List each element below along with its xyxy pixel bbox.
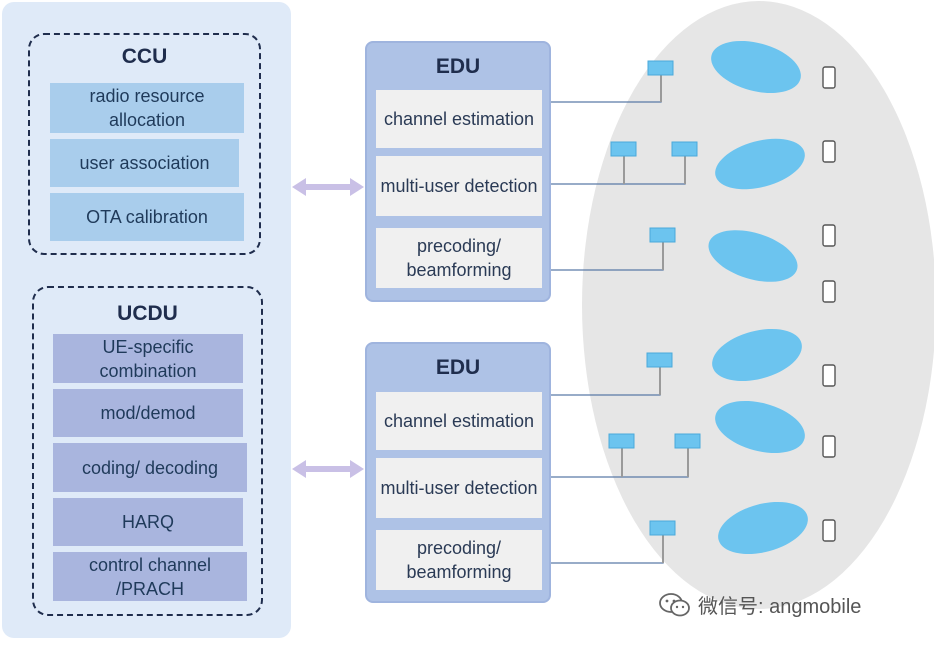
- phone-icon: [822, 224, 836, 247]
- edu-bottom-title: EDU: [435, 356, 481, 379]
- arrow-ccu-edu-top: [292, 178, 364, 196]
- coverage-area: [582, 1, 934, 609]
- antenna-icon: [674, 433, 701, 449]
- watermark: 微信号: angmobile: [658, 590, 861, 619]
- phone-icon: [822, 364, 836, 387]
- arrow-ucdu-edu-bottom: [292, 460, 364, 478]
- antenna-icon: [646, 352, 673, 368]
- antenna-icon: [671, 141, 698, 157]
- ucdu-item-harq: HARQ: [53, 498, 243, 546]
- ccu-item-user-association: user association: [50, 139, 239, 187]
- edu-bottom-precoding-beamforming: precoding/ beamforming: [376, 530, 542, 590]
- watermark-text: 微信号: angmobile: [698, 596, 862, 618]
- ccu-item-ota-calibration: OTA calibration: [50, 193, 244, 241]
- ccu-item-radio-resource-allocation: radio resource allocation: [50, 83, 244, 133]
- phone-icon: [822, 435, 836, 458]
- antenna-stems: [621, 74, 689, 563]
- ucdu-item-control-channel-prach: control channel /PRACH: [53, 552, 247, 601]
- ucdu-item-ue-specific-combination: UE-specific combination: [53, 334, 243, 383]
- antenna-icon: [608, 433, 635, 449]
- edu-top: EDU channel estimation multi-user detect…: [365, 41, 551, 302]
- edu-bottom-multi-user-detection: multi-user detection: [376, 458, 542, 518]
- wechat-icon: [659, 592, 690, 616]
- beam-icon: [715, 400, 805, 454]
- antenna-icon: [647, 60, 674, 76]
- antenna-icon: [610, 141, 637, 157]
- antenna-icon: [649, 227, 676, 243]
- beam-icon: [711, 40, 801, 94]
- beam-icon: [708, 230, 798, 282]
- ucdu-item-mod-demod: mod/demod: [53, 389, 243, 437]
- phone-icon: [822, 140, 836, 163]
- antennas: [608, 60, 701, 536]
- edu-top-multi-user-detection: multi-user detection: [376, 156, 542, 216]
- ucdu-title: UCDU: [117, 302, 178, 325]
- beam-icon: [712, 328, 802, 382]
- ucdu-item-coding-decoding: coding/ decoding: [53, 443, 247, 492]
- beam-icon: [718, 501, 808, 555]
- edu-top-channel-estimation: channel estimation: [376, 90, 542, 148]
- user-devices: [822, 66, 836, 542]
- edu-bottom-channel-estimation: channel estimation: [376, 392, 542, 450]
- edu-bottom: EDU channel estimation multi-user detect…: [365, 342, 551, 603]
- edu-top-title: EDU: [435, 55, 481, 78]
- ucdu-group: UCDU: [32, 286, 263, 616]
- antenna-icon: [649, 520, 676, 536]
- beams: [708, 40, 808, 555]
- phone-icon: [822, 280, 836, 303]
- edu-top-precoding-beamforming: precoding/ beamforming: [376, 228, 542, 288]
- phone-icon: [822, 519, 836, 542]
- phone-icon: [822, 66, 836, 89]
- ccu-title: CCU: [121, 45, 168, 68]
- ccu-group: CCU: [28, 33, 261, 255]
- beam-icon: [715, 138, 805, 190]
